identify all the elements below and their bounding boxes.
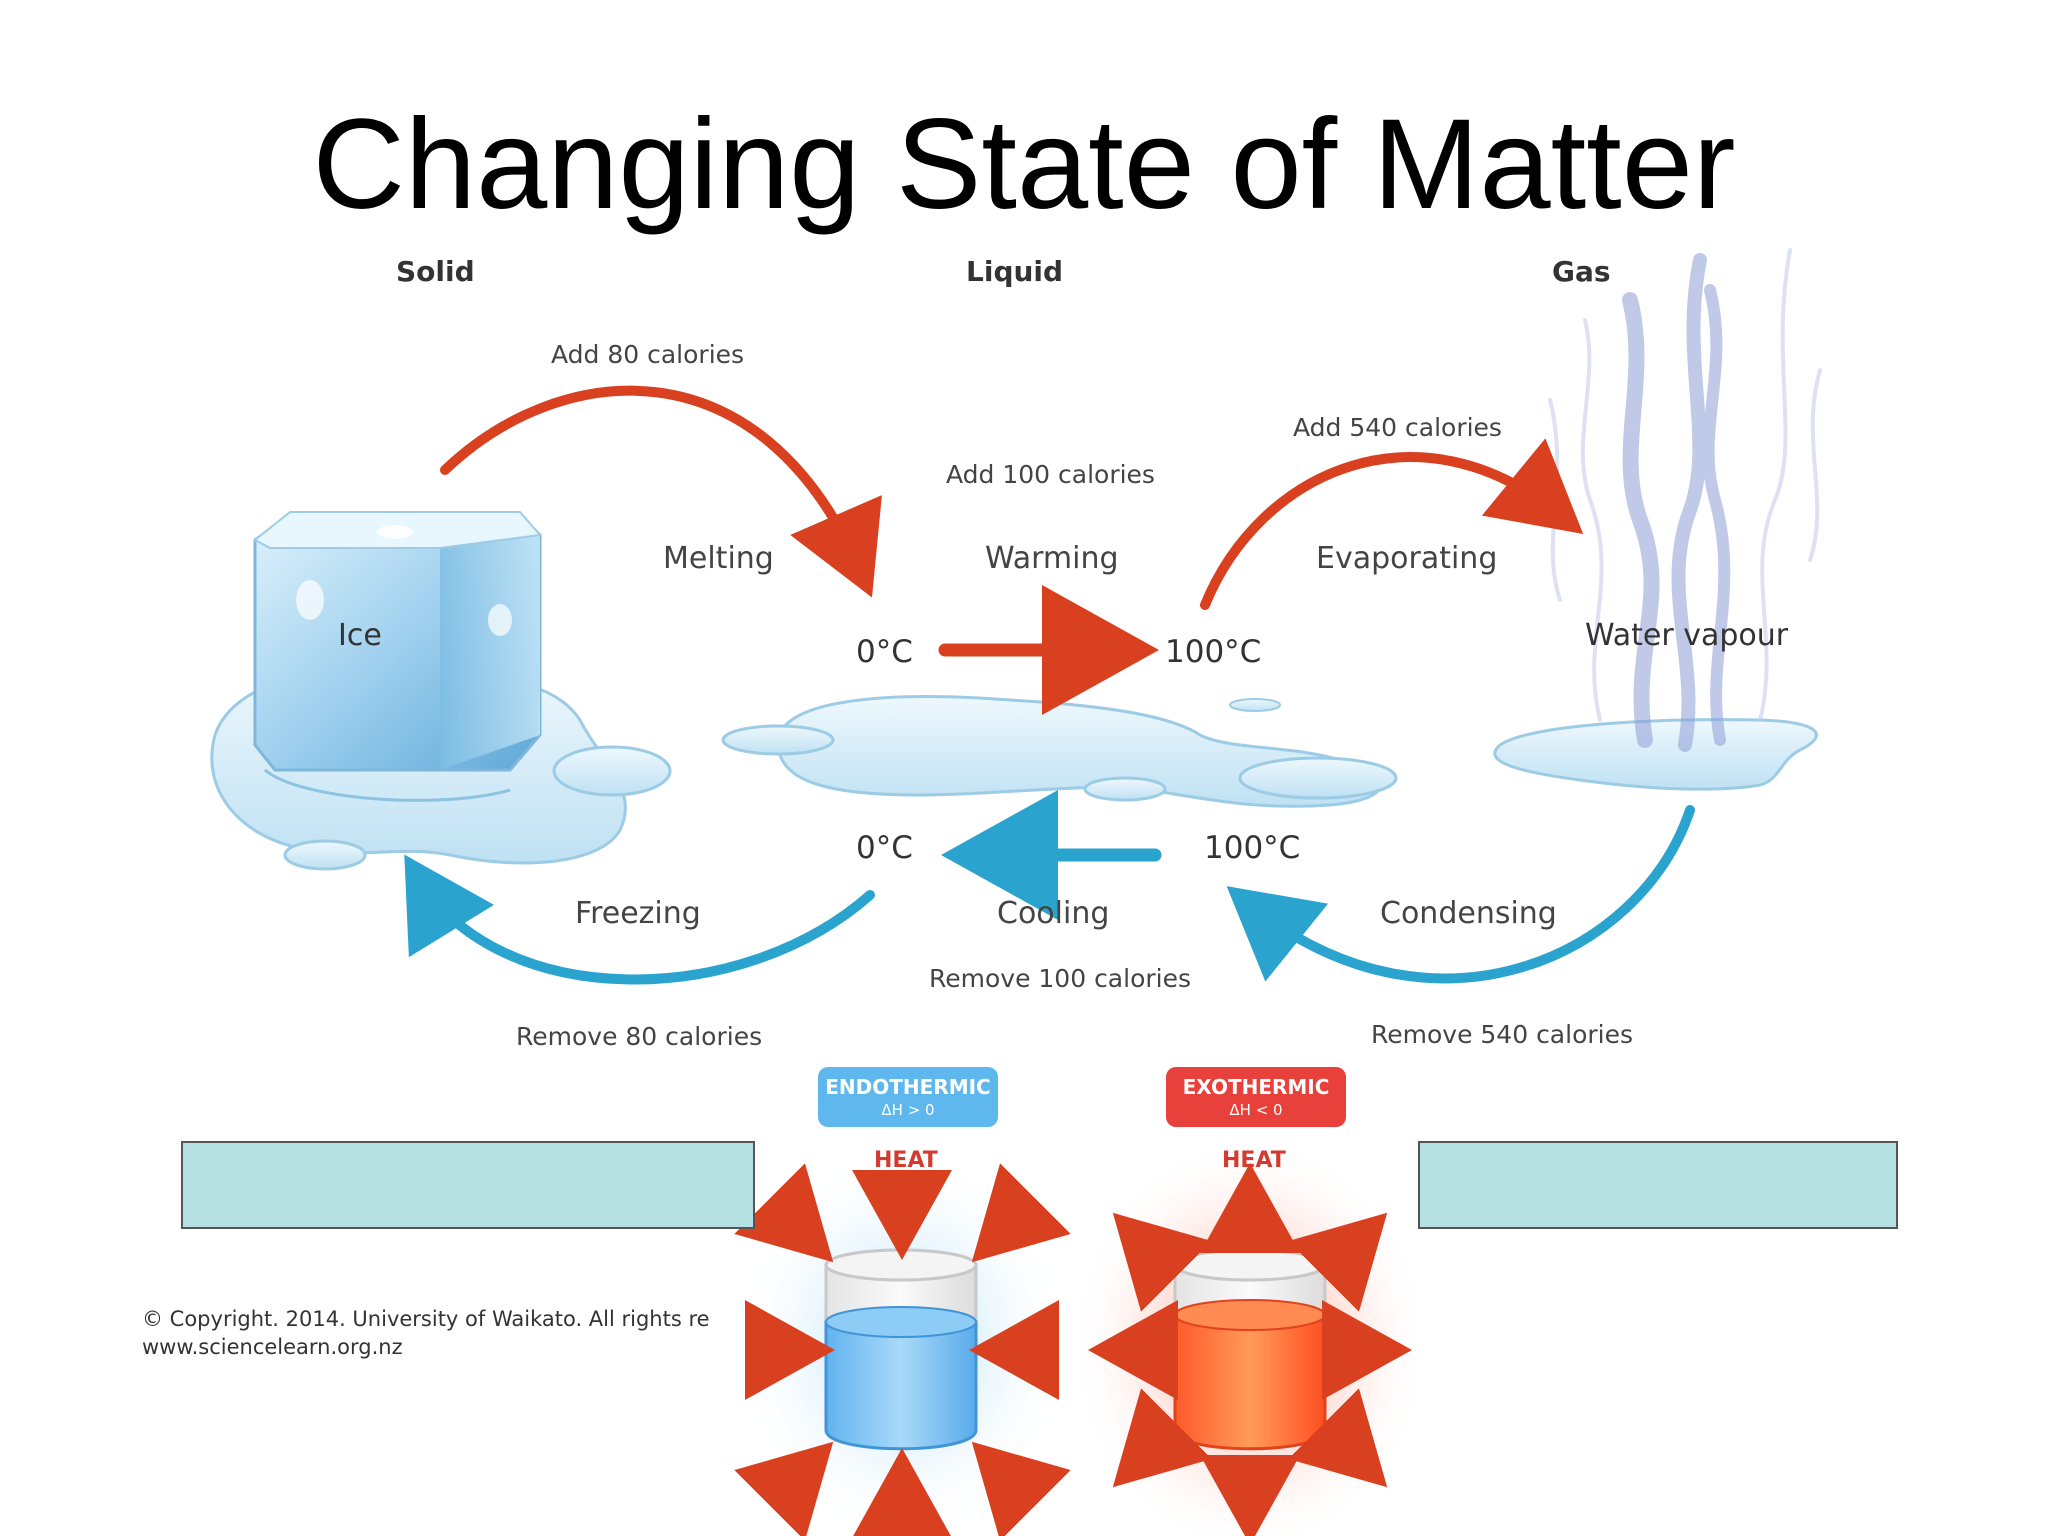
- copyright-line: © Copyright. 2014. University of Waikato…: [142, 1305, 750, 1333]
- warming-energy-label: Add 100 calories: [946, 460, 1155, 489]
- condensing-arrow: [1250, 810, 1690, 978]
- water-vapour-illustration: [1495, 250, 1820, 789]
- evaporating-arrow: [1205, 457, 1560, 605]
- exothermic-formula: ΔH < 0: [1166, 1101, 1346, 1119]
- exothermic-heat-label: HEAT: [1222, 1148, 1286, 1173]
- answer-bar-left: [181, 1141, 755, 1229]
- exothermic-label: EXOTHERMIC: [1166, 1075, 1346, 1099]
- state-header-liquid: Liquid: [966, 255, 1063, 288]
- freezing-energy-label: Remove 80 calories: [516, 1022, 762, 1051]
- source-url: www.sciencelearn.org.nz: [142, 1333, 750, 1361]
- water-puddle-illustration: [723, 697, 1396, 807]
- condensing-label: Condensing: [1380, 896, 1557, 931]
- temp-cooling-start: 100°C: [1204, 830, 1300, 866]
- cooling-energy-label: Remove 100 calories: [929, 964, 1191, 993]
- endothermic-heat-label: HEAT: [874, 1148, 938, 1173]
- evaporating-energy-label: Add 540 calories: [1293, 413, 1502, 442]
- water-vapour-label: Water vapour: [1585, 618, 1788, 653]
- temp-cooling-end: 0°C: [856, 830, 913, 866]
- endothermic-label: ENDOTHERMIC: [818, 1075, 998, 1099]
- copyright-notice: © Copyright. 2014. University of Waikato…: [142, 1305, 750, 1362]
- ice-cube-illustration: [212, 512, 670, 869]
- evaporating-label: Evaporating: [1316, 541, 1497, 576]
- state-header-solid: Solid: [396, 255, 475, 288]
- state-header-gas: Gas: [1552, 255, 1611, 288]
- page-title: Changing State of Matter: [0, 95, 2048, 236]
- warming-label: Warming: [985, 541, 1119, 576]
- condensing-energy-label: Remove 540 calories: [1371, 1020, 1633, 1049]
- temp-warming-end: 100°C: [1165, 634, 1261, 670]
- melting-label: Melting: [663, 541, 774, 576]
- ice-label: Ice: [338, 618, 382, 653]
- melting-energy-label: Add 80 calories: [551, 340, 744, 369]
- endothermic-formula: ΔH > 0: [818, 1101, 998, 1119]
- cooling-label: Cooling: [997, 896, 1109, 931]
- freezing-label: Freezing: [575, 896, 701, 931]
- answer-bar-right: [1418, 1141, 1898, 1229]
- endothermic-badge: ENDOTHERMIC ΔH > 0: [818, 1067, 998, 1127]
- temp-warming-start: 0°C: [856, 634, 913, 670]
- exothermic-badge: EXOTHERMIC ΔH < 0: [1166, 1067, 1346, 1127]
